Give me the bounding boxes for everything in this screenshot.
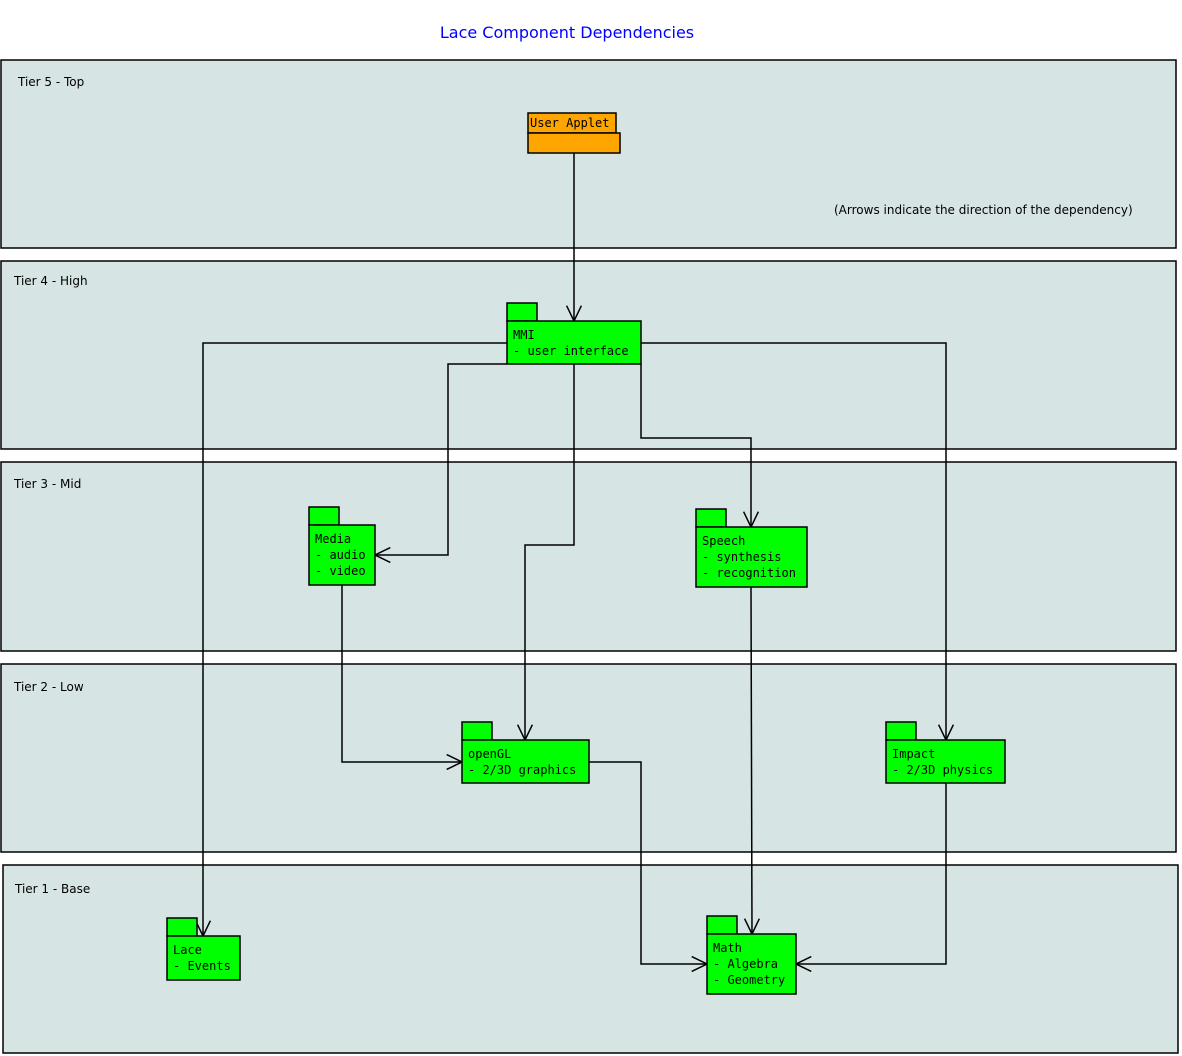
package-body — [695, 526, 808, 588]
diagram-title: Lace Component Dependencies — [440, 23, 694, 42]
package-body — [506, 320, 642, 365]
package-math[interactable]: Math - Algebra - Geometry — [706, 915, 797, 995]
package-tab — [461, 721, 493, 741]
tier-label: Tier 4 - High — [13, 274, 88, 288]
tier-label: Tier 2 - Low — [13, 680, 84, 694]
package-feature: - 2/3D graphics — [468, 763, 576, 777]
package-feature: - video — [315, 564, 366, 578]
package-body — [166, 935, 241, 981]
package-mmi[interactable]: MMI - user interface — [506, 302, 642, 365]
package-speech[interactable]: Speech - synthesis - recognition — [695, 508, 808, 588]
package-feature: - user interface — [513, 344, 629, 358]
package-name: Lace — [173, 943, 202, 957]
package-applet[interactable]: User Applet — [527, 112, 621, 154]
package-lace[interactable]: Lace - Events — [166, 917, 241, 981]
package-body — [461, 739, 590, 784]
package-tab — [706, 915, 738, 935]
package-impact[interactable]: Impact - 2/3D physics — [885, 721, 1006, 784]
package-name: Media — [315, 532, 351, 546]
package-feature: - recognition — [702, 566, 796, 580]
tier-band — [0, 461, 1177, 652]
package-body — [885, 739, 1006, 784]
package-name: Speech — [702, 534, 745, 548]
package-feature: - synthesis — [702, 550, 781, 564]
tier-band — [0, 59, 1177, 249]
package-tab — [308, 506, 340, 526]
package-body — [706, 933, 797, 995]
package-opengl[interactable]: openGL - 2/3D graphics — [461, 721, 590, 784]
tier-label: Tier 1 - Base — [14, 882, 90, 896]
package-body — [527, 132, 621, 154]
package-feature: - audio — [315, 548, 366, 562]
tier-label: Tier 3 - Mid — [13, 477, 81, 491]
package-feature: - Events — [173, 959, 231, 973]
package-name: Impact — [892, 747, 935, 761]
package-tab — [166, 917, 198, 937]
tier-label: Tier 5 - Top — [17, 75, 84, 89]
package-feature: - Algebra — [713, 957, 778, 971]
direction-note: (Arrows indicate the direction of the de… — [834, 203, 1133, 217]
package-media[interactable]: Media - audio - video — [308, 506, 376, 586]
package-tab — [885, 721, 917, 741]
package-name: Math — [713, 941, 742, 955]
package-name: MMI — [513, 328, 535, 342]
package-name: User Applet — [530, 116, 609, 130]
package-name: openGL — [468, 747, 511, 761]
package-tab — [695, 508, 727, 528]
package-tab — [506, 302, 538, 322]
package-body — [308, 524, 376, 586]
package-feature: - 2/3D physics — [892, 763, 993, 777]
package-feature: - Geometry — [713, 973, 785, 987]
